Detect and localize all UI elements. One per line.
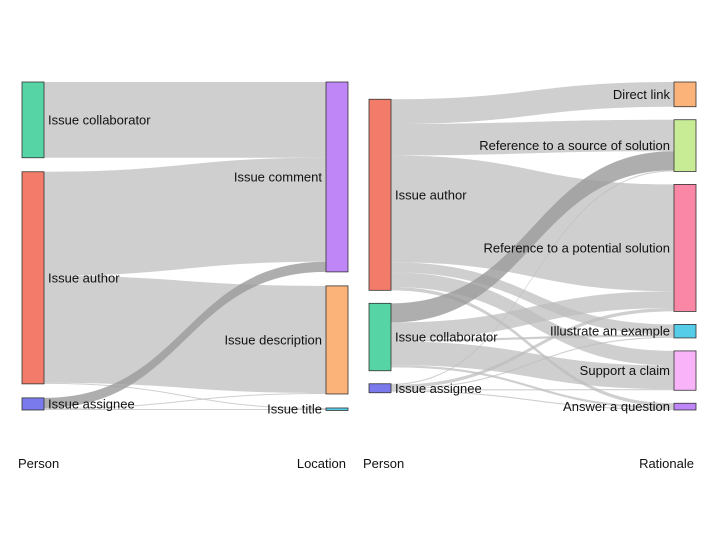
link-assignee-to-answer — [391, 390, 674, 410]
link-collab-to-potential — [391, 291, 674, 340]
link-assignee-to-example — [391, 336, 674, 390]
node-source — [673, 119, 697, 172]
link-collab-to-source — [391, 151, 674, 323]
person-rationale-links — [391, 82, 674, 410]
axis-label-rationale: Rationale — [639, 456, 694, 471]
node-assignee — [368, 383, 392, 394]
link-author-to-title — [44, 382, 326, 409]
node-comment — [325, 81, 349, 273]
node-answer — [673, 402, 697, 411]
node-label-comment: Issue comment — [234, 169, 323, 184]
link-assignee-to-comment — [44, 261, 326, 408]
link-author-to-example — [391, 262, 674, 335]
link-author-to-potential — [391, 155, 674, 292]
node-title — [325, 407, 349, 411]
link-assignee-to-description — [44, 392, 326, 409]
node-label-collab: Issue collaborator — [48, 112, 151, 127]
node-author — [21, 171, 45, 385]
node-label-potential: Reference to a potential solution — [484, 240, 670, 255]
link-collab-to-comment — [44, 82, 326, 158]
axis-label-person-right: Person — [363, 456, 404, 471]
link-author-to-comment — [44, 157, 326, 276]
axis-label-location: Location — [297, 456, 346, 471]
node-label-direct: Direct link — [613, 87, 671, 102]
node-direct — [673, 81, 697, 108]
node-label-source: Reference to a source of solution — [479, 138, 670, 153]
link-collab-to-answer — [391, 365, 674, 409]
node-label-answer: Answer a question — [563, 399, 670, 414]
node-label-claim: Support a claim — [580, 363, 670, 378]
node-collab — [21, 81, 45, 159]
node-label-title: Issue title — [267, 402, 322, 417]
node-label-author: Issue author — [48, 270, 120, 285]
node-label-collab: Issue collaborator — [395, 330, 498, 345]
link-author-to-direct — [391, 82, 674, 124]
node-potential — [673, 184, 697, 312]
node-example — [673, 324, 697, 339]
node-label-assignee: Issue assignee — [48, 396, 135, 411]
link-author-to-source — [391, 119, 674, 156]
axis-label-person-left: Person — [18, 456, 59, 471]
node-author — [368, 98, 392, 291]
link-assignee-to-potential — [391, 308, 674, 389]
link-collab-to-claim — [391, 341, 674, 390]
node-label-assignee: Issue assignee — [395, 381, 482, 396]
node-label-author: Issue author — [395, 187, 467, 202]
node-assignee — [21, 397, 45, 411]
node-label-description: Issue description — [224, 332, 322, 347]
link-collab-to-example — [391, 334, 674, 342]
person-rationale-nodes — [368, 81, 697, 411]
node-description — [325, 285, 349, 395]
person-location-nodes — [21, 81, 349, 411]
link-assignee-to-title — [44, 408, 326, 410]
link-assignee-to-claim — [391, 389, 674, 391]
node-claim — [673, 350, 697, 391]
node-collab — [368, 302, 392, 372]
node-label-example: Illustrate an example — [550, 324, 670, 339]
person-location-links — [44, 82, 326, 410]
link-assignee-to-source — [391, 170, 674, 385]
